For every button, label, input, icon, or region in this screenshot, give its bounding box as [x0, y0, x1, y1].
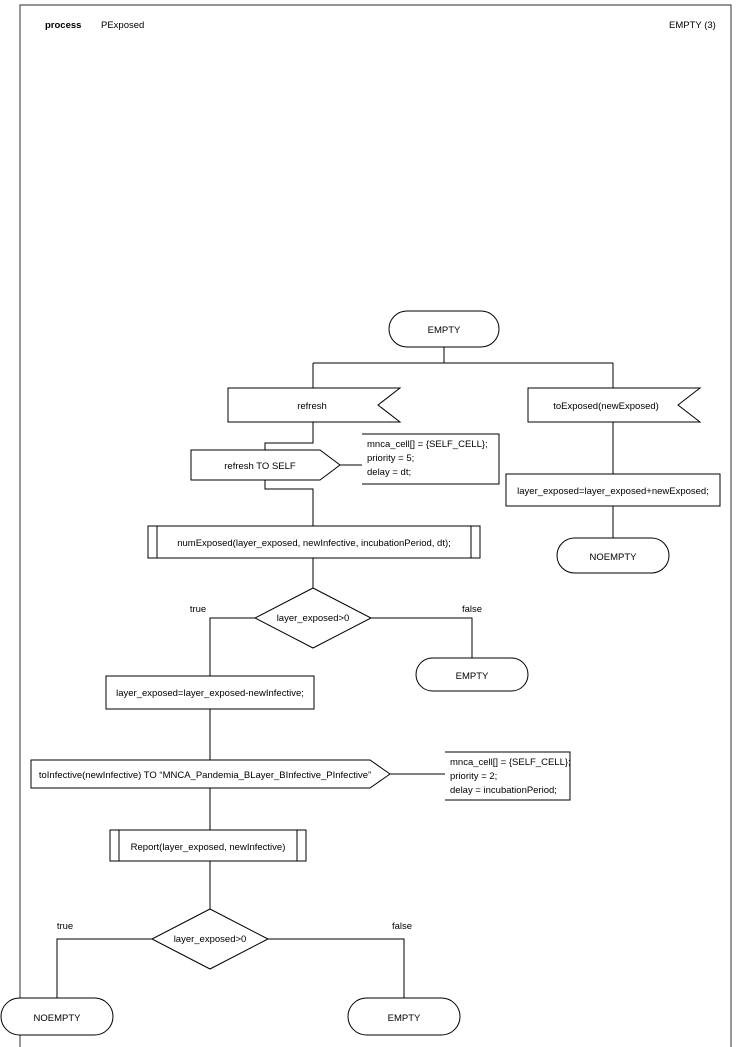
- process-name: PExposed: [101, 20, 144, 31]
- comment-infective-box: [445, 751, 571, 801]
- comment-refresh-line-2: priority = 5;: [367, 453, 414, 464]
- edge-decision1-false: [371, 617, 473, 658]
- comment-refresh-box: [362, 433, 500, 485]
- state-noempty-bottom[interactable]: [0, 997, 114, 1036]
- state-noempty-bottom-label: NOEMPTY: [34, 1013, 82, 1024]
- procedure-call-numexposed-label: numExposed(layer_exposed, newInfective, …: [177, 538, 451, 549]
- output-signal-toinfective-label: toInfective(newInfective) TO “MNCA_Pande…: [39, 770, 371, 781]
- edge-output-to-numexposed: [264, 480, 314, 526]
- input-signal-refresh-label: refresh: [297, 401, 327, 412]
- decision-layer-exposed-2-label: layer_exposed>0: [174, 934, 247, 945]
- state-empty-middle[interactable]: [415, 657, 529, 692]
- comment-infective-line-3: delay = incubationPeriod;: [450, 785, 557, 796]
- decision-1-false-label: false: [462, 604, 482, 615]
- state-empty-bottom[interactable]: [347, 997, 461, 1036]
- edge-decision1-true: [209, 617, 255, 676]
- edge-refresh-to-output: [264, 422, 314, 450]
- task-layer-exposed-sub-label: layer_exposed=layer_exposed-newInfective…: [116, 688, 304, 699]
- edge-decision2-true: [56, 938, 152, 998]
- output-signal-toinfective[interactable]: [30, 759, 391, 789]
- decision-layer-exposed-1[interactable]: [253, 587, 373, 649]
- state-empty-start-label: EMPTY: [428, 325, 461, 336]
- input-signal-refresh[interactable]: [227, 387, 402, 423]
- comment-refresh-line-1: mnca_cell[] = {SELF_CELL};: [367, 439, 488, 450]
- procedure-call-numexposed[interactable]: [147, 525, 481, 559]
- output-signal-refresh-self[interactable]: [190, 449, 341, 481]
- procedure-call-report[interactable]: [109, 829, 307, 862]
- decision-1-true-label: true: [190, 604, 206, 615]
- input-signal-toexposed-label: toExposed(newExposed): [553, 401, 659, 412]
- input-signal-toexposed[interactable]: [527, 387, 702, 423]
- page-label: EMPTY (3): [669, 20, 716, 31]
- state-empty-middle-label: EMPTY: [456, 671, 489, 682]
- output-signal-refresh-self-label: refresh TO SELF: [224, 461, 296, 472]
- state-noempty-right[interactable]: [556, 537, 670, 574]
- task-layer-exposed-add[interactable]: [505, 473, 721, 507]
- task-layer-exposed-add-label: layer_exposed=layer_exposed+newExposed;: [517, 486, 709, 497]
- decision-2-false-label: false: [392, 921, 412, 932]
- comment-infective-line-2: priority = 2;: [450, 771, 497, 782]
- decision-layer-exposed-2[interactable]: [150, 908, 270, 970]
- edge-decision2-false: [268, 938, 405, 998]
- procedure-call-report-label: Report(layer_exposed, newInfective): [131, 842, 286, 853]
- decision-layer-exposed-1-label: layer_exposed>0: [277, 613, 350, 624]
- process-keyword: process: [45, 20, 81, 31]
- state-empty-bottom-label: EMPTY: [388, 1013, 421, 1024]
- task-layer-exposed-sub[interactable]: [105, 675, 315, 710]
- comment-infective-line-1: mnca_cell[] = {SELF_CELL};: [450, 757, 571, 768]
- state-noempty-right-label: NOEMPTY: [590, 552, 638, 563]
- page-frame: [19, 4, 732, 1047]
- decision-2-true-label: true: [57, 921, 73, 932]
- comment-refresh-line-3: delay = dt;: [367, 467, 411, 478]
